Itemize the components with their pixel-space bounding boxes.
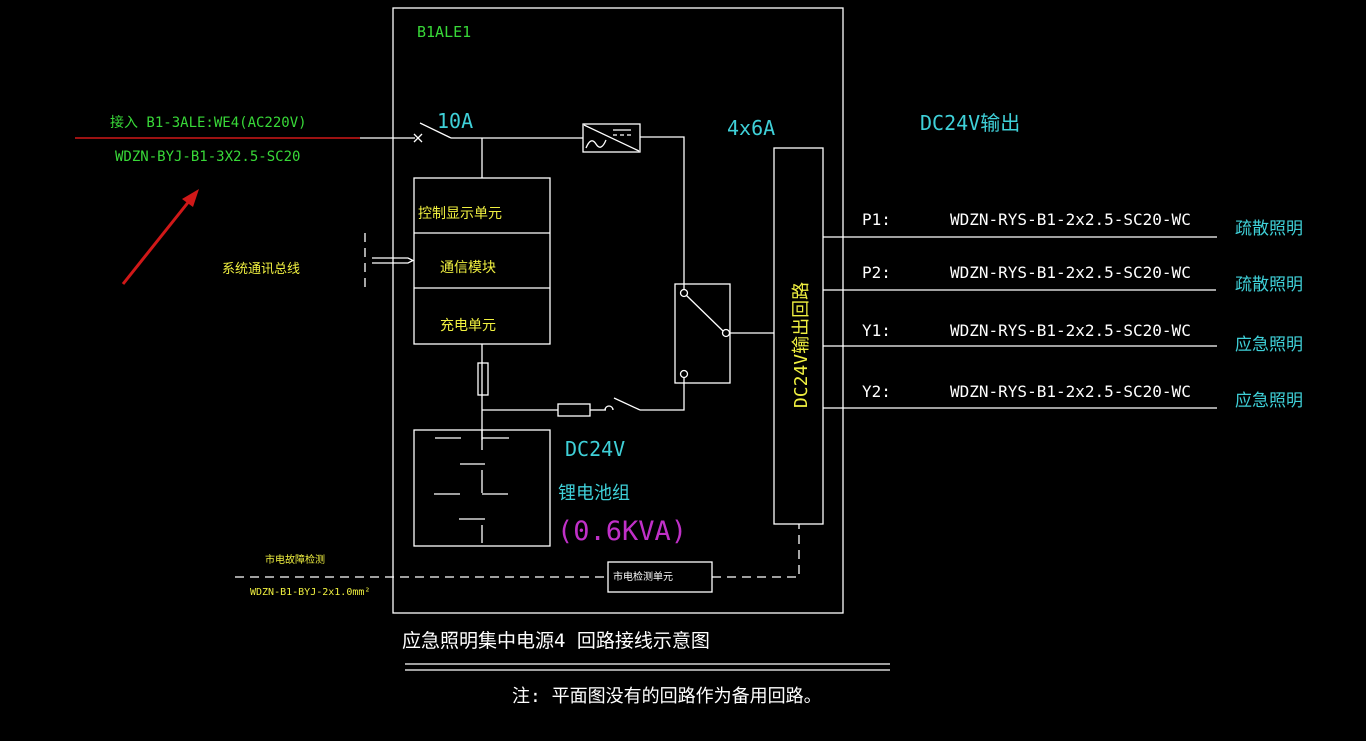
mains-detect-unit-label: 市电检测单元 xyxy=(613,570,673,583)
circuit-use: 疏散照明 xyxy=(1235,219,1303,239)
charging-unit: 充电单元 xyxy=(440,318,496,334)
circuit-use: 应急照明 xyxy=(1235,391,1303,411)
battery-name: 锂电池组 xyxy=(558,483,630,504)
breaker-rating: 10A xyxy=(437,109,473,133)
mains-detect-cable: WDZN-B1-BYJ-2x1.0mm² xyxy=(250,587,370,598)
circuit-row: P1: WDZN-RYS-B1-2x2.5-SC20-WC 疏散照明 xyxy=(823,210,1303,239)
circuit-id: Y1: xyxy=(862,321,891,340)
note: 注: 平面图没有的回路作为备用回路。 xyxy=(512,686,822,707)
comm-bus-connector xyxy=(372,257,415,264)
circuit-row: Y1: WDZN-RYS-B1-2x2.5-SC20-WC 应急照明 xyxy=(823,321,1303,355)
battery-capacity: (0.6KVA) xyxy=(557,516,687,547)
diagram-caption: 应急照明集中电源4 回路接线示意图 xyxy=(402,630,710,652)
circuit-cable: WDZN-RYS-B1-2x2.5-SC20-WC xyxy=(950,321,1191,340)
output-rating: 4x6A xyxy=(727,116,775,140)
mains-detect-link xyxy=(712,524,800,578)
output-title: DC24V输出 xyxy=(920,111,1020,135)
input-source-label: 接入 B1-3ALE:WE4(AC220V) xyxy=(110,114,307,131)
circuit-cable: WDZN-RYS-B1-2x2.5-SC20-WC xyxy=(950,263,1191,282)
fuse-icon xyxy=(557,403,591,417)
comm-bus-label: 系统通讯总线 xyxy=(222,262,300,277)
input-cable: WDZN-BYJ-B1-3X2.5-SC20 xyxy=(115,149,300,165)
comm-module: 通信模块 xyxy=(440,260,496,276)
circuit-row: Y2: WDZN-RYS-B1-2x2.5-SC20-WC 应急照明 xyxy=(823,382,1303,411)
circuit-id: P2: xyxy=(862,263,891,282)
mains-fault-label: 市电故障检测 xyxy=(265,553,325,566)
dc-wire xyxy=(640,136,685,289)
panel-name: B1ALE1 xyxy=(417,23,471,41)
output-bus-label: DC24V输出回路 xyxy=(791,282,812,408)
transfer-switch-icon xyxy=(674,283,731,384)
control-display-unit: 控制显示单元 xyxy=(418,206,502,222)
battery-return-wire xyxy=(640,378,685,411)
circuit-id: P1: xyxy=(862,210,891,229)
circuit-row: P2: WDZN-RYS-B1-2x2.5-SC20-WC 疏散照明 xyxy=(823,263,1303,295)
panel-frame xyxy=(392,7,844,614)
red-arrow-icon xyxy=(121,189,199,285)
battery-cells-icon xyxy=(434,430,509,543)
circuit-use: 应急照明 xyxy=(1235,335,1303,355)
circuit-cable: WDZN-RYS-B1-2x2.5-SC20-WC xyxy=(950,382,1191,401)
circuit-use: 疏散照明 xyxy=(1235,275,1303,295)
circuit-id: Y2: xyxy=(862,382,891,401)
breaker-switch-icon xyxy=(413,122,452,143)
battery-switch-icon xyxy=(604,397,641,411)
fuse-icon xyxy=(477,362,489,396)
ac-dc-converter-icon xyxy=(582,123,641,153)
circuit-cable: WDZN-RYS-B1-2x2.5-SC20-WC xyxy=(950,210,1191,229)
battery-voltage: DC24V xyxy=(565,437,625,461)
